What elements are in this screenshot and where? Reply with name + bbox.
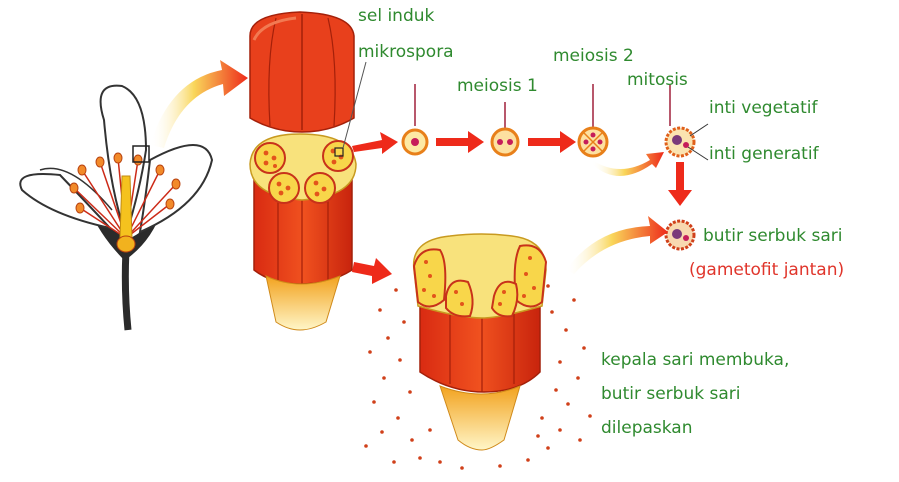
meiosis2-cell bbox=[579, 84, 607, 156]
label-meiosis-2: meiosis 2 bbox=[553, 46, 634, 67]
arrow-to-mitosis bbox=[592, 152, 664, 176]
arrow-to-pollen-grain bbox=[566, 216, 668, 274]
arrow-to-meiosis2 bbox=[528, 131, 576, 153]
meiosis1-cell bbox=[492, 102, 518, 155]
label-inti-vegetatif: inti vegetatif bbox=[709, 98, 818, 119]
mitosis-cell bbox=[666, 84, 708, 160]
arrow-down-to-pollen bbox=[668, 162, 692, 206]
anther-open bbox=[414, 234, 546, 450]
label-mitosis: mitosis bbox=[627, 70, 688, 91]
label-butir-serbuk-sari: butir serbuk sari bbox=[703, 226, 842, 247]
anther-top bbox=[250, 12, 354, 132]
zoom-arrow bbox=[150, 60, 248, 148]
arrow-to-meiosis1 bbox=[436, 131, 484, 153]
label-sel-induk-line2: mikrospora bbox=[358, 42, 454, 63]
flower-illustration bbox=[20, 86, 212, 330]
label-kepala-line3: dilepaskan bbox=[601, 418, 693, 439]
label-meiosis-1: meiosis 1 bbox=[457, 76, 538, 97]
label-kepala-line1: kepala sari membuka, bbox=[601, 350, 789, 371]
pollen-grain bbox=[666, 221, 694, 249]
label-inti-generatif: inti generatif bbox=[709, 144, 819, 165]
microspore-mother-cell bbox=[403, 84, 427, 154]
label-gametofit-jantan: (gametofit jantan) bbox=[689, 260, 844, 281]
label-kepala-line2: butir serbuk sari bbox=[601, 384, 740, 405]
label-sel-induk-line1: sel induk bbox=[358, 6, 434, 27]
arrow-to-open-anther bbox=[352, 258, 392, 284]
arrow-to-microspore bbox=[352, 132, 398, 154]
